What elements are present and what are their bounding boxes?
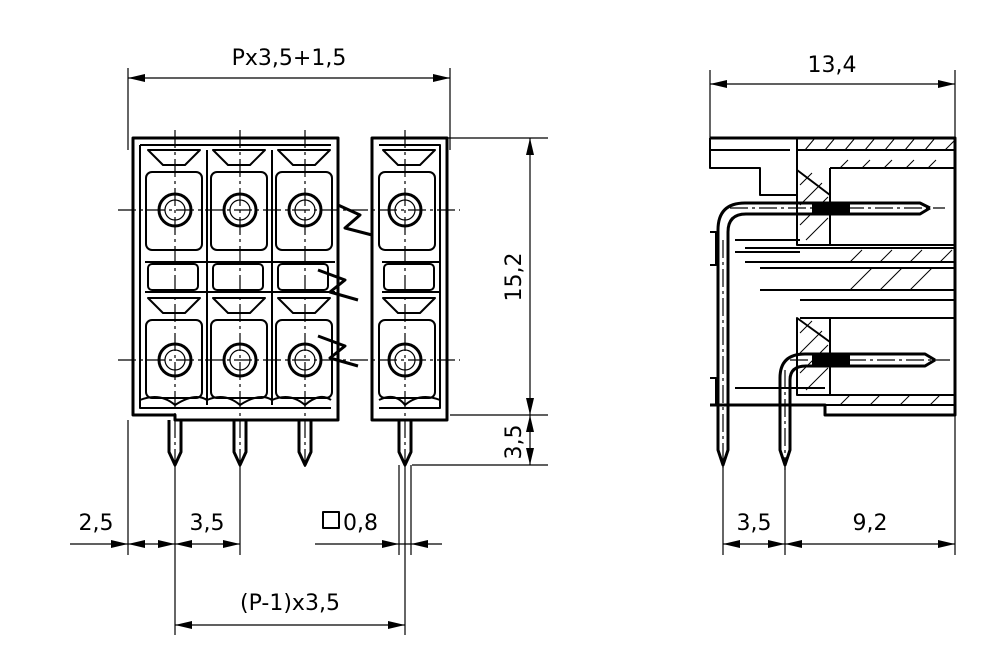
housing-left-block: [131, 136, 340, 422]
side-pin-lower: [778, 352, 950, 467]
front-view: Px3,5+1,5 15,2 3,5: [70, 46, 548, 635]
side-view: 13,4 3,5 9,2: [709, 53, 957, 555]
housing-right-block: [370, 136, 449, 422]
dim-pin-square-label: 0,8: [343, 511, 378, 536]
square-symbol: [322, 511, 340, 529]
dim-depth: 13,4: [709, 53, 956, 138]
dim-height-label: 15,2: [502, 253, 527, 302]
dim-pin-length: 3,5: [412, 415, 548, 466]
centerlines-front: [118, 130, 460, 470]
dim-pitch-label: 3,5: [190, 511, 225, 536]
dim-pin-length-label: 3,5: [502, 425, 527, 460]
side-pin-upper: [716, 201, 945, 467]
dim-edge-and-pitch: 2,5 3,5: [70, 511, 240, 548]
dim-depth-label: 13,4: [808, 53, 857, 78]
dim-pin-offset-label: 3,5: [737, 511, 772, 536]
dim-edge-offset-label: 2,5: [79, 511, 114, 536]
side-body: [709, 136, 957, 417]
dim-pin-span: (P-1)x3,5: [175, 591, 405, 629]
dim-pin-span-label: (P-1)x3,5: [240, 591, 340, 616]
dim-total-width-label: Px3,5+1,5: [232, 46, 347, 71]
dim-pin-square: 0,8: [315, 511, 442, 548]
extension-lines-side: [722, 415, 956, 555]
centerlines-side: [722, 240, 786, 470]
dim-total-width: Px3,5+1,5: [127, 46, 451, 150]
break-lines: [317, 203, 373, 368]
dim-height: 15,2: [380, 137, 548, 416]
side-hatching: [799, 137, 956, 406]
dim-body-length-label: 9,2: [853, 511, 888, 536]
extension-lines-front: [127, 420, 412, 635]
dim-side-bottom: 3,5 9,2: [723, 511, 955, 548]
pins-front: [167, 420, 413, 467]
